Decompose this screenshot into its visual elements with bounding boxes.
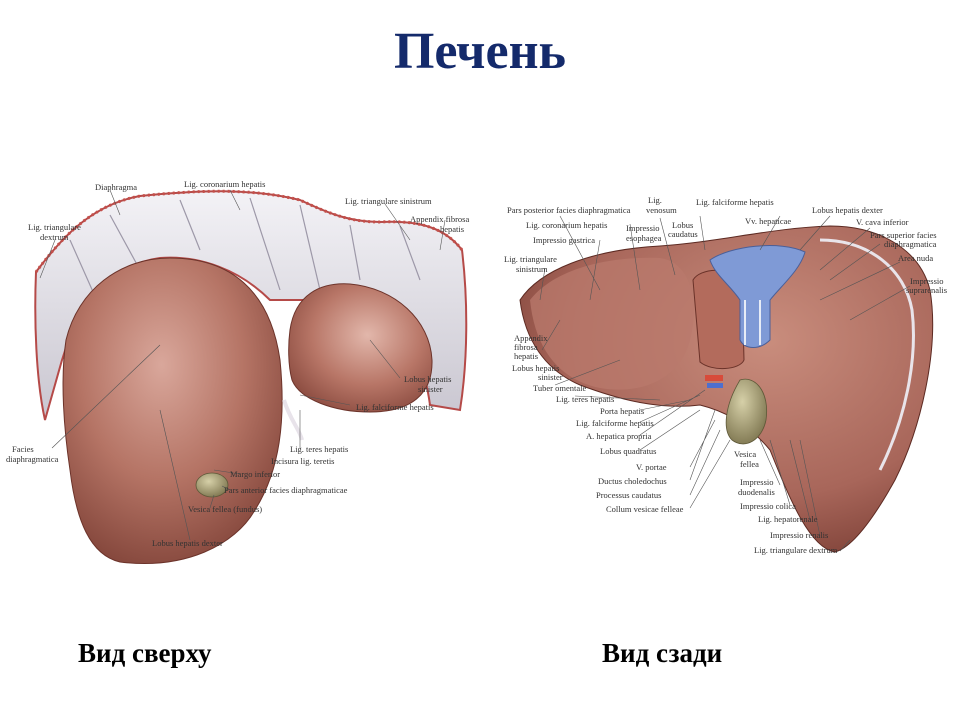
page-title: Печень	[393, 23, 567, 80]
label-impressio-renalis: Impressio renalis	[770, 530, 828, 540]
label-diaphragma: Diaphragma	[95, 182, 137, 192]
label-impressio-gastrica: Impressio gastrica	[533, 235, 595, 245]
top-view-labels: Diaphragma Lig. coronarium hepatis Lig. …	[6, 179, 469, 548]
label-lig-coronarium-back: Lig. coronarium hepatis	[526, 220, 607, 230]
label-processus-caudatus: Processus caudatus	[596, 490, 661, 500]
label-appendix-fibrosa: Appendix fibrosa	[410, 214, 469, 224]
left-lobe	[288, 283, 433, 413]
label-lig-falciforme-back-2: Lig. falciforme hepatis	[576, 418, 654, 428]
label-lobus-caudatus: Lobus	[672, 220, 693, 230]
label-vesica-fellea-2: fellea	[740, 459, 759, 469]
label-lig-triangulare-dextrum-2: dextrum	[40, 232, 69, 242]
label-lig-hepatorenale: Lig. hepatorenale	[758, 514, 818, 524]
label-facies-diaphragmatica: Facies	[12, 444, 34, 454]
label-lobus-dexter: Lobus hepatis dexter	[152, 538, 223, 548]
label-pars-superior: Pars superior facies	[870, 230, 937, 240]
label-lobus-sinister-back: Lobus hepatis	[512, 363, 559, 373]
label-impressio-suprarenalis-2: suprarenalis	[906, 285, 947, 295]
label-margo-inferior: Margo inferior	[230, 469, 280, 479]
label-lobus-quadratus: Lobus quadratus	[600, 446, 656, 456]
label-lig-coronarium: Lig. coronarium hepatis	[184, 179, 265, 189]
label-impressio-esophagea: Impressio	[626, 223, 660, 233]
label-lig-falciforme-back: Lig. falciforme hepatis	[696, 197, 774, 207]
label-collum: Collum vesicae felleae	[606, 504, 684, 514]
label-v-portae: V. portae	[636, 462, 667, 472]
label-appendix-back-2: fibrosa	[514, 342, 538, 352]
label-appendix-back-3: hepatis	[514, 351, 538, 361]
caption-back-view: Вид сзади	[602, 638, 723, 668]
label-lig-venosum-2: venosum	[646, 205, 677, 215]
label-appendix-back: Appendix	[514, 333, 548, 343]
label-lobus-sinister-back-2: sinister	[538, 372, 563, 382]
label-incisura: Incisura lig. teretis	[271, 456, 335, 466]
back-view-illustration	[519, 215, 934, 553]
gallbladder-fundus	[195, 472, 229, 498]
label-lig-triangulare-dextrum: Lig. triangulare	[28, 222, 81, 232]
label-a-hepatica: A. hepatica propria	[586, 431, 652, 441]
label-lig-triangulare-sinistrum-back: Lig. triangulare	[504, 254, 557, 264]
back-view-labels: Pars posterior facies diaphragmatica Lig…	[504, 195, 947, 555]
label-pars-superior-2: diaphragmatica	[884, 239, 937, 249]
label-lig-triangulare-sinistrum: Lig. triangulare sinistrum	[345, 196, 432, 206]
label-lig-triangulare-sinistrum-back-2: sinistrum	[516, 264, 548, 274]
label-lobus-dexter-back: Lobus hepatis dexter	[812, 205, 883, 215]
right-lobe	[62, 257, 283, 564]
label-impressio-suprarenalis: Impressio	[910, 276, 944, 286]
label-vesica-fellea: Vesica	[734, 449, 756, 459]
label-lobus-sinister-2: sinister	[418, 384, 443, 394]
label-lig-teres-back: Lig. teres hepatis	[556, 394, 614, 404]
label-pars-posterior: Pars posterior facies diaphragmatica	[507, 205, 631, 215]
label-tuber-omentale: Tuber omentale	[533, 383, 587, 393]
caption-top-view: Вид сверху	[78, 638, 212, 668]
label-ductus-choledochus: Ductus choledochus	[598, 476, 667, 486]
label-pars-anterior: Pars anterior facies diaphragmaticae	[224, 485, 348, 495]
label-impressio-colica: Impressio colica	[740, 501, 796, 511]
label-v-cava: V. cava inferior	[856, 217, 909, 227]
label-lig-teres: Lig. teres hepatis	[290, 444, 348, 454]
label-impressio-esophagea-2: esophagea	[626, 233, 662, 243]
label-lobus-caudatus-2: caudatus	[668, 229, 698, 239]
label-facies-diaphragmatica-2: diaphragmatica	[6, 454, 59, 464]
label-impressio-duodenalis-2: duodenalis	[738, 487, 775, 497]
label-lobus-sinister: Lobus hepatis	[404, 374, 451, 384]
label-lig-venosum: Lig.	[648, 195, 662, 205]
label-area-nuda: Area nuda	[898, 253, 933, 263]
gallbladder	[725, 378, 768, 445]
label-impressio-duodenalis: Impressio	[740, 477, 774, 487]
vena-cava	[709, 245, 806, 348]
label-appendix-fibrosa-2: hepatis	[440, 224, 464, 234]
label-lig-falciforme: Lig. falciforme hepatis	[356, 402, 434, 412]
label-lig-triangulare-dextrum-back: Lig. triangulare dextrum	[754, 545, 838, 555]
label-vv-hepaticae: Vv. hepaticae	[745, 216, 791, 226]
top-view-illustration	[34, 189, 468, 564]
label-vesica-fundus: Vesica fellea (fundus)	[188, 504, 262, 514]
label-porta-hepatis: Porta hepatis	[600, 406, 644, 416]
